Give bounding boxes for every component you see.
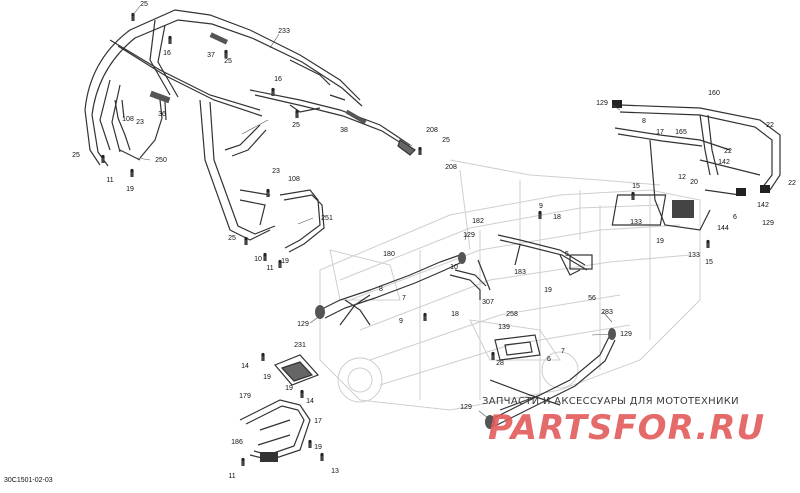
- brace-250: [114, 99, 167, 161]
- callout-25: 25: [72, 152, 80, 159]
- callout-28: 28: [496, 360, 504, 367]
- callout-133: 133: [688, 252, 700, 259]
- callout-16: 16: [163, 50, 171, 57]
- callout-19: 19: [126, 186, 134, 193]
- callout-36: 36: [158, 111, 166, 118]
- callout-18: 18: [451, 311, 459, 318]
- callout-25: 25: [442, 137, 450, 144]
- callout-19: 19: [285, 385, 293, 392]
- figure-code: 30C1501-02-03: [4, 477, 53, 484]
- callout-23: 23: [136, 119, 144, 126]
- callout-183: 183: [514, 269, 526, 276]
- callout-182: 182: [472, 218, 484, 225]
- callout-19: 19: [314, 444, 322, 451]
- callout-11: 11: [228, 473, 236, 480]
- callout-11: 11: [106, 177, 114, 184]
- leader-lines: [132, 5, 621, 419]
- bar-283: [485, 328, 616, 429]
- brace-251: [279, 189, 325, 253]
- callout-7: 7: [561, 348, 565, 355]
- callout-19: 19: [656, 238, 664, 245]
- callout-180: 180: [383, 251, 395, 258]
- callout-307: 307: [482, 299, 494, 306]
- callout-25: 25: [228, 235, 236, 242]
- callout-25: 25: [140, 1, 148, 8]
- callout-6: 6: [547, 356, 551, 363]
- callout-16: 16: [274, 76, 282, 83]
- callout-165: 165: [675, 129, 687, 136]
- callout-17: 17: [314, 418, 322, 425]
- bumper-179-186: [239, 399, 311, 462]
- callout-186: 186: [231, 439, 243, 446]
- callout-139: 139: [498, 324, 510, 331]
- callout-250: 250: [155, 157, 167, 164]
- callout-258: 258: [506, 311, 518, 318]
- callout-129: 129: [297, 321, 309, 328]
- callout-9: 9: [399, 318, 403, 325]
- callout-283: 283: [601, 309, 613, 316]
- callout-38: 38: [340, 127, 348, 134]
- callout-160: 160: [708, 90, 720, 97]
- callout-19: 19: [544, 287, 552, 294]
- bar-180: [315, 252, 466, 326]
- callout-208: 208: [445, 164, 457, 171]
- callout-17: 17: [656, 129, 664, 136]
- callout-233: 233: [278, 28, 290, 35]
- callout-12: 12: [678, 174, 686, 181]
- callout-11: 11: [266, 265, 274, 272]
- bracket-307: [449, 259, 491, 300]
- callout-231: 231: [294, 342, 306, 349]
- callout-108: 108: [122, 116, 134, 123]
- callout-14: 14: [241, 363, 249, 370]
- callout-56: 56: [588, 295, 596, 302]
- callout-13: 13: [331, 468, 339, 475]
- callout-22: 22: [766, 122, 774, 129]
- watermark-brand: PARTSFOR.RU: [488, 408, 766, 448]
- callout-251: 251: [321, 215, 333, 222]
- callout-133: 133: [630, 219, 642, 226]
- tube-182-183: [497, 234, 593, 276]
- callout-208: 208: [426, 127, 438, 134]
- callout-179: 179: [239, 393, 251, 400]
- callout-10: 10: [450, 264, 458, 271]
- callout-144: 144: [717, 225, 729, 232]
- callout-19: 19: [263, 374, 271, 381]
- callout-9: 9: [539, 203, 543, 210]
- roll-cage-233: [84, 9, 416, 241]
- callout-25: 25: [292, 122, 300, 129]
- callout-142: 142: [757, 202, 769, 209]
- callout-15: 15: [705, 259, 713, 266]
- callout-22: 22: [788, 180, 796, 187]
- callout-18: 18: [553, 214, 561, 221]
- callout-14: 14: [306, 398, 314, 405]
- chassis-frame-background: [319, 159, 701, 411]
- callout-142: 142: [718, 159, 730, 166]
- callout-5: 5: [565, 251, 569, 258]
- callout-6: 6: [733, 214, 737, 221]
- callout-23: 23: [272, 168, 280, 175]
- callout-8: 8: [379, 286, 383, 293]
- callout-129: 129: [762, 220, 774, 227]
- callout-37: 37: [207, 52, 215, 59]
- callout-129: 129: [463, 232, 475, 239]
- callout-129: 129: [596, 100, 608, 107]
- callout-19: 19: [281, 258, 289, 265]
- callout-129: 129: [620, 331, 632, 338]
- bracket-258: [494, 334, 541, 361]
- callout-7: 7: [402, 295, 406, 302]
- callout-25: 25: [224, 58, 232, 65]
- callout-22: 22: [724, 148, 732, 155]
- bracket-231: [274, 354, 320, 386]
- bumper-assembly-160: [611, 100, 781, 231]
- callout-10: 10: [254, 256, 262, 263]
- callout-8: 8: [642, 118, 646, 125]
- watermark-tagline: ЗАПЧАСТИ И АКСЕССУАРЫ ДЛЯ МОТОТЕХНИКИ: [482, 396, 739, 407]
- callout-15: 15: [632, 183, 640, 190]
- callout-129: 129: [460, 404, 472, 411]
- callout-108: 108: [288, 176, 300, 183]
- callout-20: 20: [690, 179, 698, 186]
